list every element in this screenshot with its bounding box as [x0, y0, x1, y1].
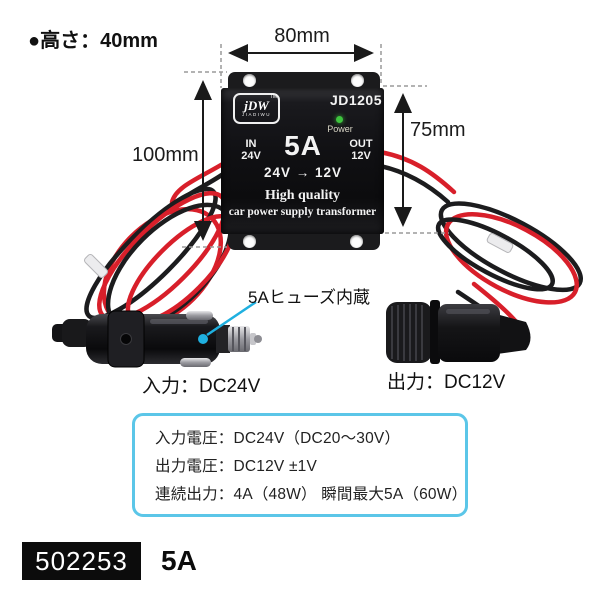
- amp-rating-label: 5A: [284, 130, 322, 161]
- wire-loop: [438, 201, 584, 293]
- output-port-label: OUT 12V: [342, 138, 380, 162]
- device-mount-flange-top: [228, 72, 380, 90]
- brand-logo-script: jDW: [244, 98, 269, 114]
- socket-cap-ribs: [391, 304, 423, 361]
- wire-loop: [435, 217, 555, 292]
- wire-loop: [443, 212, 579, 305]
- fuse-callout-label: 5Aヒューズ内蔵: [248, 288, 370, 307]
- overall-height-dimension-label: 100mm: [132, 144, 199, 166]
- spec-box: 入力電圧：DC24V（DC20〜30V） 出力電圧：DC12V ±1V 連続出力…: [132, 413, 468, 517]
- plug-neck: [216, 325, 230, 353]
- device-model: JD1205: [329, 92, 382, 108]
- output-voltage-label: 出力：DC12V: [387, 372, 506, 393]
- product-code-badge: 502253: [22, 542, 141, 580]
- width-dimension-label: 80mm: [274, 25, 330, 47]
- input-port-line2: 24V: [241, 149, 261, 162]
- fuse-callout-dot: [198, 334, 208, 344]
- dimension-arrows: [194, 44, 412, 241]
- wire-red: [169, 159, 229, 205]
- input-plug: [52, 310, 262, 368]
- plug-spring-contact-top: [186, 311, 213, 320]
- body-height-dimension-label: 75mm: [410, 119, 466, 141]
- plug-collar-button: [120, 333, 132, 345]
- plug-highlight: [150, 319, 208, 324]
- voltage-conversion-label: 24V → 12V: [263, 165, 343, 180]
- mount-hole: [350, 235, 363, 248]
- device-tagline-2: car power supply transformer: [228, 206, 377, 218]
- input-port-line1: IN: [245, 138, 257, 150]
- socket-body: [438, 304, 500, 362]
- output-wire-bundle: [377, 149, 584, 335]
- footer-amp-label: 5A: [161, 545, 197, 576]
- output-socket: [386, 300, 531, 364]
- converter-device: [221, 88, 384, 234]
- spec-output-voltage: 出力電圧：DC12V ±1V: [155, 458, 318, 475]
- power-led-icon: [336, 116, 343, 123]
- plug-tip-nub: [254, 335, 262, 343]
- socket-ring: [430, 300, 440, 364]
- plug-tip-pin: [250, 333, 256, 345]
- wire-red: [377, 149, 457, 195]
- device-mount-flange-bottom: [228, 234, 380, 250]
- plug-rear-cap: [62, 319, 92, 347]
- dimension-extension-lines: [182, 44, 449, 248]
- mount-hole: [243, 235, 256, 248]
- socket-rear-taper: [496, 314, 531, 354]
- height-note: ●高さ：40mm: [28, 30, 158, 52]
- input-port-label: IN 24V: [234, 138, 268, 162]
- socket-highlight: [446, 309, 490, 314]
- trademark-symbol: TM: [269, 94, 277, 100]
- device-tagline-1: High quality: [264, 188, 341, 203]
- brand-logo: jDW TM JIADIWU: [233, 93, 280, 124]
- cable-tie: [486, 233, 514, 253]
- cable-tie: [84, 254, 108, 278]
- wire-black: [377, 163, 451, 205]
- mount-hole: [351, 74, 364, 87]
- brand-logo-subtext: JIADIWU: [242, 112, 271, 118]
- input-voltage-label: 入力：DC24V: [142, 376, 261, 397]
- output-port-line1: OUT: [349, 138, 373, 150]
- spec-input-voltage: 入力電圧：DC24V（DC20〜30V）: [155, 430, 401, 447]
- power-led-label: Power: [327, 124, 353, 134]
- fuse-callout-line: [206, 300, 257, 337]
- mount-hole: [243, 74, 256, 87]
- plug-spring-contact-bottom: [180, 358, 211, 367]
- spec-continuous-output: 連続出力：4A（48W） 瞬間最大5A（60W）: [155, 486, 468, 503]
- output-port-line2: 12V: [351, 149, 371, 162]
